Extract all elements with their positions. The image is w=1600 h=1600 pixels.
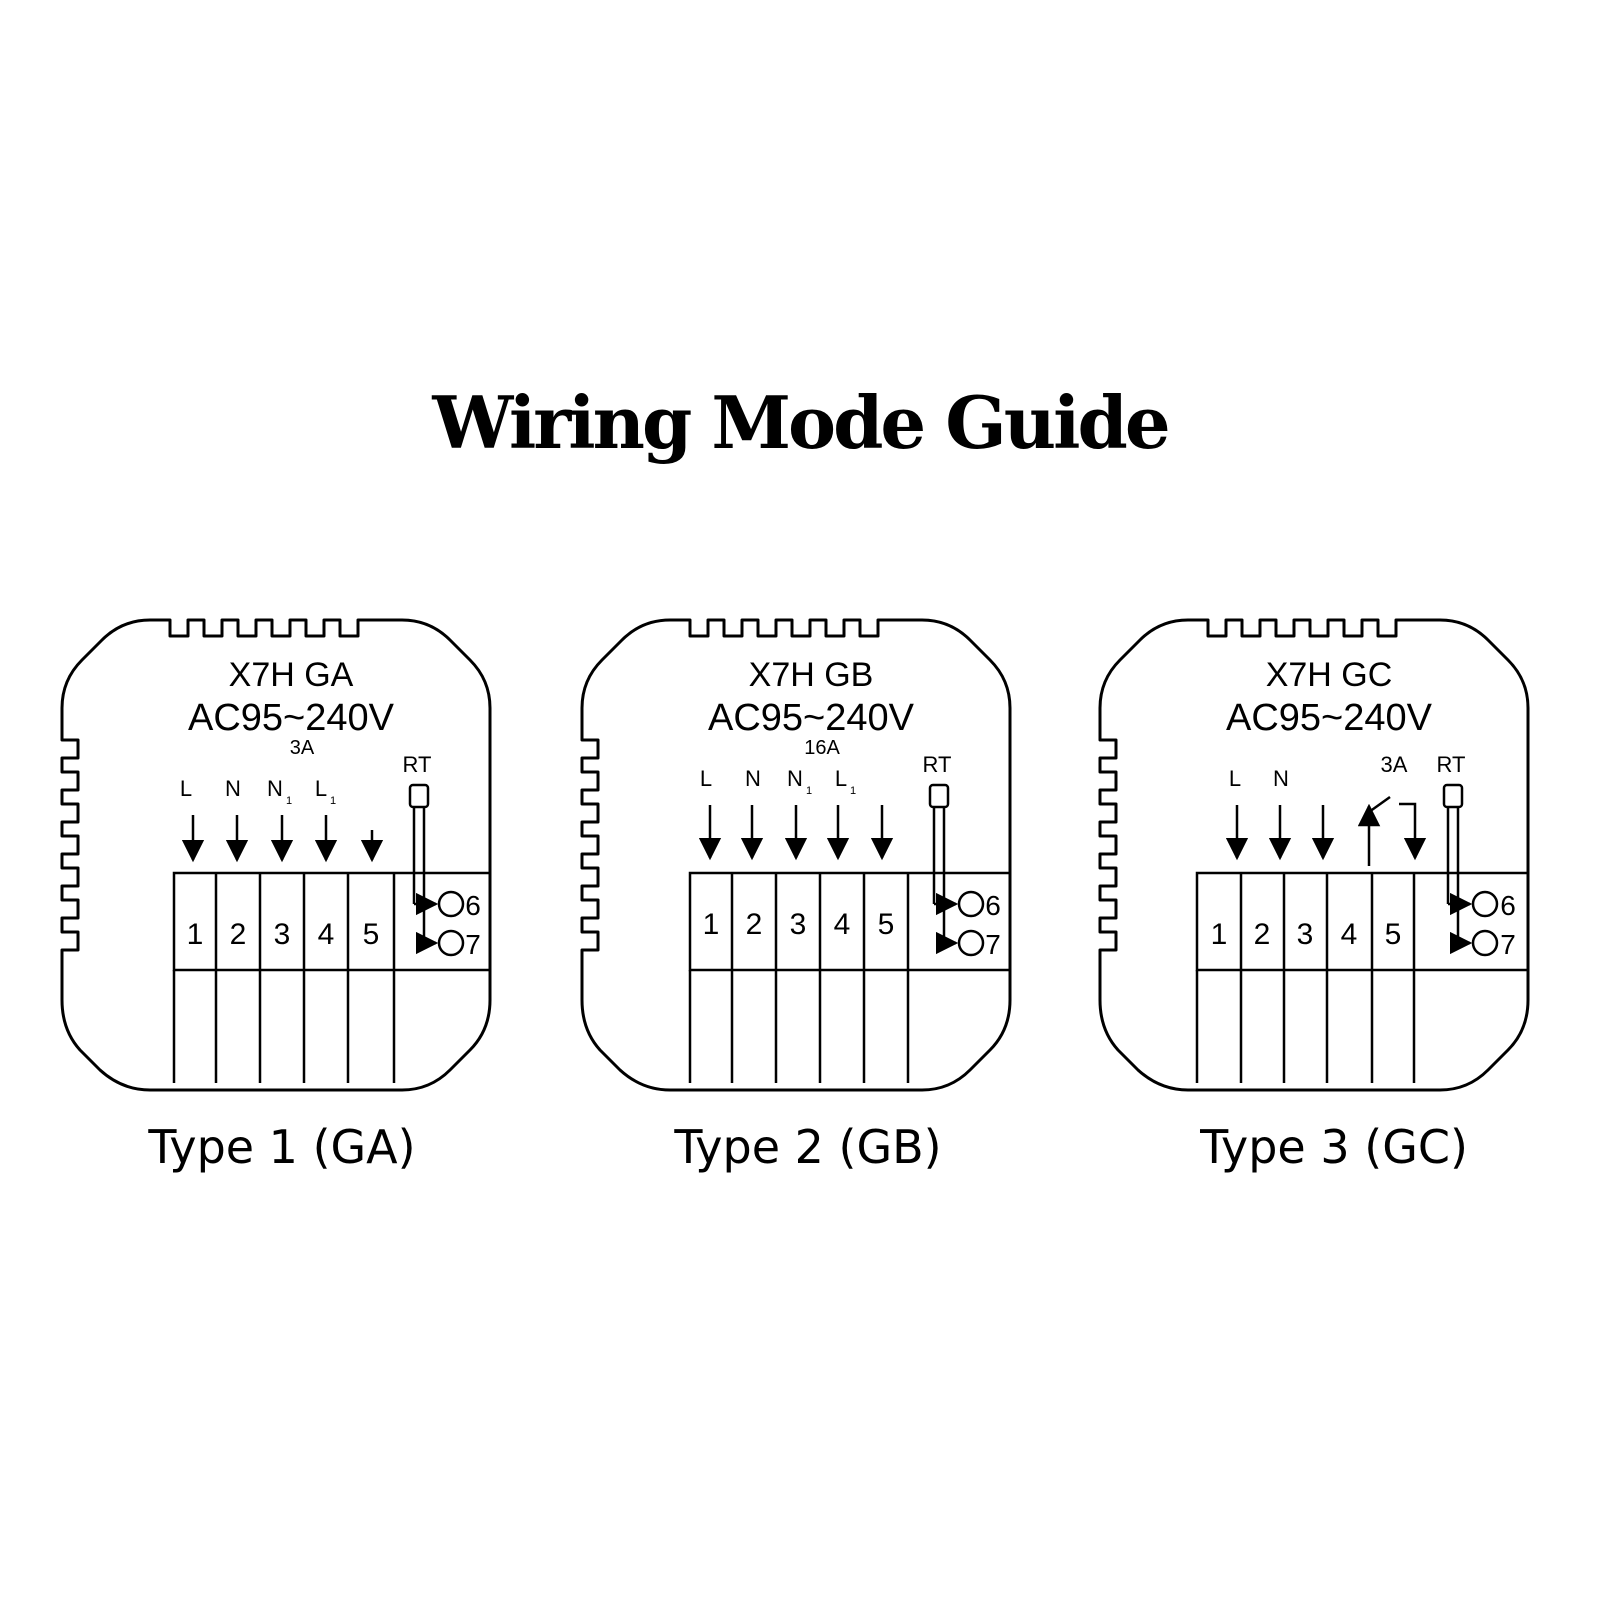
- sensor-pin-7: 7: [985, 929, 1001, 960]
- wire-sub-l1: 1: [850, 785, 856, 797]
- wire-label-l: L: [700, 766, 712, 791]
- model-label: X7H GA: [229, 656, 354, 694]
- terminal-3: 3: [1297, 918, 1314, 951]
- terminal-block: [172, 871, 492, 1083]
- terminal-2: 2: [230, 918, 247, 951]
- wire-label-l: L: [180, 776, 192, 801]
- terminal-3: 3: [274, 918, 291, 951]
- wire-label-l: L: [1229, 766, 1241, 791]
- sensor-probe: [928, 783, 985, 957]
- model-label: X7H GC: [1266, 656, 1393, 694]
- wire-sub-l1: 1: [330, 795, 336, 807]
- terminal-1: 1: [187, 918, 204, 951]
- terminal-block: [688, 871, 1012, 1083]
- wire-label-n: N: [225, 776, 241, 801]
- wire-label-l1: L: [315, 776, 327, 801]
- terminal-2: 2: [1254, 918, 1271, 951]
- terminal-4: 4: [834, 908, 851, 941]
- terminal-3: 3: [790, 908, 807, 941]
- wire-arrows: [1225, 795, 1427, 866]
- diagram-type-2: X7H GB AC95~240V 16A L N N 1 L 1 RT: [580, 618, 1012, 1174]
- wire-label-n: N: [745, 766, 761, 791]
- sensor-label: RT: [923, 752, 952, 777]
- wire-label-n1: N: [787, 766, 803, 791]
- relay-rating-label: 3A: [1381, 752, 1408, 777]
- wire-label-n: N: [1273, 766, 1289, 791]
- sensor-pin-6: 6: [985, 890, 1001, 921]
- terminal-5: 5: [363, 918, 380, 951]
- wire-arrows: [181, 815, 384, 863]
- terminal-2: 2: [746, 908, 763, 941]
- diagram-caption: Type 2 (GB): [673, 1120, 941, 1174]
- wire-sub-n1: 1: [806, 785, 812, 797]
- diagram-caption: Type 3 (GC): [1199, 1120, 1468, 1174]
- rating-label: 3A: [290, 737, 315, 759]
- voltage-label: AC95~240V: [1226, 697, 1433, 739]
- sensor-label: RT: [403, 752, 432, 777]
- sensor-pin-6: 6: [1500, 890, 1516, 921]
- sensor-pin-7: 7: [465, 929, 481, 960]
- housing-outline: [580, 618, 1012, 1092]
- wire-arrows: [698, 805, 894, 861]
- terminal-4: 4: [1341, 918, 1358, 951]
- sensor-probe: [1442, 783, 1499, 957]
- wire-label-l1: L: [835, 766, 847, 791]
- terminal-5: 5: [878, 908, 895, 941]
- sensor-label: RT: [1437, 752, 1466, 777]
- terminal-5: 5: [1385, 918, 1402, 951]
- voltage-label: AC95~240V: [188, 697, 395, 739]
- terminal-1: 1: [1211, 918, 1228, 951]
- terminal-block: [1195, 871, 1530, 1083]
- model-label: X7H GB: [749, 656, 874, 694]
- sensor-pin-6: 6: [465, 890, 481, 921]
- housing-outline: [60, 618, 492, 1092]
- diagram-type-1: X7H GA AC95~240V 3A L N N 1 L 1 RT: [60, 618, 492, 1174]
- diagram-type-3: X7H GC AC95~240V L N 3A RT: [1098, 618, 1530, 1174]
- diagram-caption: Type 1 (GA): [147, 1120, 415, 1174]
- wire-label-n1: N: [267, 776, 283, 801]
- sensor-probe: [408, 783, 465, 957]
- sensor-pin-7: 7: [1500, 929, 1516, 960]
- terminal-1: 1: [703, 908, 720, 941]
- voltage-label: AC95~240V: [708, 697, 915, 739]
- terminal-4: 4: [318, 918, 335, 951]
- rating-label: 16A: [804, 737, 840, 759]
- page-title: Wiring Mode Guide: [432, 380, 1170, 465]
- housing-outline: [1098, 618, 1530, 1092]
- wire-sub-n1: 1: [286, 795, 292, 807]
